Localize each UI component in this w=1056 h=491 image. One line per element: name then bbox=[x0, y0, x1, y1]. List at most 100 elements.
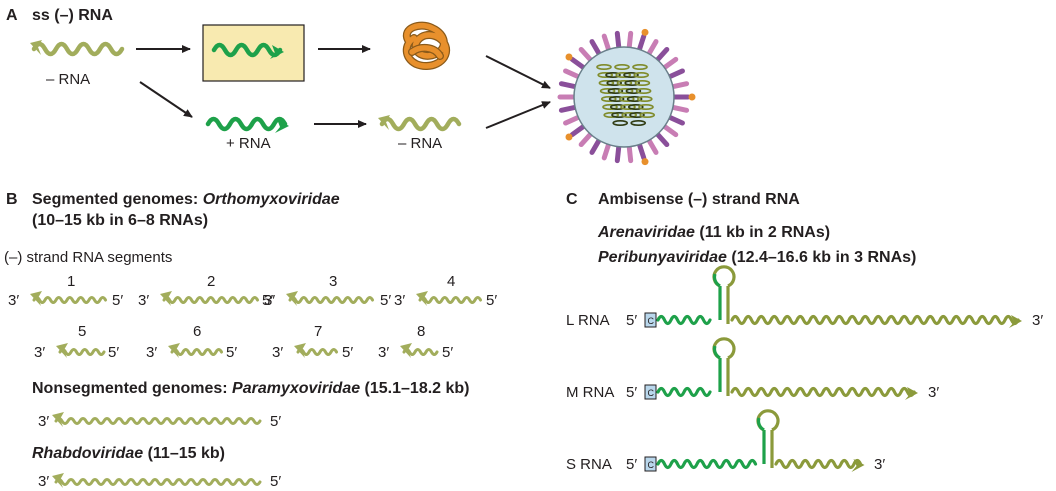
antisense-arrowhead bbox=[851, 459, 865, 472]
rnp-coil bbox=[627, 104, 644, 111]
rhabdo-end5: 5′ bbox=[270, 473, 281, 490]
arrow-protein-to-virion bbox=[485, 55, 551, 89]
segment-end3: 3′ bbox=[138, 292, 149, 309]
segment-strand bbox=[170, 348, 223, 356]
cap-box bbox=[644, 384, 657, 400]
mrna-arrowhead bbox=[270, 45, 284, 59]
segment-end5: 5′ bbox=[262, 292, 273, 309]
segment-strand-arrowhead bbox=[286, 291, 298, 306]
segment-strand-arrowhead bbox=[416, 291, 428, 306]
segment-end3: 3′ bbox=[394, 292, 405, 309]
segment-end5: 5′ bbox=[342, 344, 353, 361]
panel-b-letter: B bbox=[6, 191, 18, 208]
segment-strand-arrowhead bbox=[400, 343, 412, 358]
nonseg-end3: 3′ bbox=[38, 413, 49, 430]
minus-rna-right bbox=[379, 116, 462, 132]
rnp-coil bbox=[605, 72, 621, 79]
row-name: L RNA bbox=[566, 312, 610, 329]
spike-tip bbox=[641, 28, 649, 36]
segment-end3: 3′ bbox=[8, 292, 19, 309]
segment-strand bbox=[58, 348, 106, 356]
segment-number: 8 bbox=[417, 323, 425, 340]
paramyxo-strand bbox=[54, 417, 262, 425]
rnp-coil bbox=[635, 88, 652, 95]
rnp-coil bbox=[602, 104, 618, 111]
antisense-strand bbox=[730, 314, 1020, 326]
plus-rna-wave bbox=[205, 116, 289, 133]
rnp-coil bbox=[597, 72, 614, 79]
rnp-coil bbox=[639, 112, 656, 119]
antisense-arrowhead bbox=[1009, 315, 1022, 328]
segment-strand-arrowhead bbox=[160, 291, 172, 306]
segment-number: 3 bbox=[329, 273, 337, 290]
row-name: M RNA bbox=[566, 384, 614, 401]
segment-end5: 5′ bbox=[226, 344, 237, 361]
rnp-coil bbox=[625, 88, 642, 95]
rhabdo-strand bbox=[54, 478, 262, 486]
segment-list: 3′5′13′5′23′5′33′5′43′5′53′5′63′5′73′5′8 bbox=[8, 273, 497, 361]
virion-icon bbox=[557, 28, 696, 166]
segment-strand bbox=[402, 348, 439, 356]
segment-end5: 5′ bbox=[108, 344, 119, 361]
segment-7: 3′5′7 bbox=[272, 323, 353, 361]
panel-c-letter: C bbox=[566, 191, 578, 208]
segment-strand bbox=[32, 296, 107, 304]
segment-strand-arrowhead bbox=[30, 291, 42, 306]
row-end5: 5′ bbox=[626, 312, 637, 329]
segment-4: 3′5′4 bbox=[394, 273, 497, 309]
minus-rna-label-right: – RNA bbox=[398, 135, 442, 152]
panel-b: B Segmented genomes: Orthomyxoviridae (1… bbox=[4, 191, 497, 490]
segment-strand-arrowhead bbox=[56, 343, 68, 358]
segment-number: 5 bbox=[78, 323, 86, 340]
spike-tip bbox=[565, 53, 573, 61]
rnp-coil bbox=[607, 88, 624, 95]
minus-rna-label-left: – RNA bbox=[46, 71, 90, 88]
rnp-coil bbox=[612, 120, 629, 127]
cap-label: C bbox=[648, 316, 655, 326]
minus-rna-wave-left bbox=[30, 40, 125, 57]
rnp-coil bbox=[638, 104, 654, 111]
segment-6: 3′ 5′ 6 bbox=[146, 323, 237, 361]
segment-end3: 3′ bbox=[272, 344, 283, 361]
panel-c-title: Ambisense (–) strand RNA bbox=[598, 191, 800, 208]
rnp-coil bbox=[614, 64, 630, 71]
segment-end3: 3′ bbox=[34, 344, 45, 361]
segment-1: 3′5′1 bbox=[8, 273, 123, 309]
spike-tip bbox=[641, 158, 649, 166]
panel-a: A ss (–) RNA – RNA + RNA – RNA bbox=[6, 7, 696, 166]
sense-strand bbox=[656, 458, 758, 470]
minus-rna-wave-right bbox=[378, 115, 462, 132]
cap-box bbox=[644, 456, 657, 472]
rhabdo-rna-wave bbox=[52, 473, 262, 488]
segment-strand bbox=[162, 296, 259, 304]
minus-rna-left bbox=[31, 41, 125, 57]
panel-b-title-line2: (10–15 kb in 6–8 RNAs) bbox=[32, 212, 208, 229]
antisense-strand bbox=[730, 386, 916, 398]
segment-number: 1 bbox=[67, 273, 75, 290]
nonseg-end5: 5′ bbox=[270, 413, 281, 430]
rhabdo-strand-arrowhead bbox=[52, 473, 64, 488]
antisense-strand bbox=[774, 458, 863, 470]
panel-c: C Ambisense (–) strand RNA Arenaviridae … bbox=[566, 191, 1043, 473]
segment-number: 6 bbox=[193, 323, 201, 340]
segment-8: 3′5′8 bbox=[378, 323, 453, 361]
cap-label: C bbox=[648, 388, 655, 398]
row-end3: 3′ bbox=[928, 384, 939, 401]
mrna-wave bbox=[211, 42, 284, 59]
rnp-coil bbox=[606, 80, 623, 87]
plus-rna-label: + RNA bbox=[226, 135, 271, 152]
rnp-coil bbox=[626, 96, 643, 103]
paramyxo-rna-wave bbox=[52, 412, 262, 427]
arena-line: Arenaviridae (11 kb in 2 RNAs) bbox=[597, 224, 830, 241]
sense-strand bbox=[656, 314, 712, 326]
peri-line: Peribunyaviridae (12.4–16.6 kb in 3 RNAs… bbox=[598, 249, 916, 266]
mrna bbox=[211, 42, 283, 58]
segment-end3: 3′ bbox=[146, 344, 157, 361]
segment-strand-arrowhead bbox=[294, 343, 306, 358]
segment-5: 3′ 5′ 5 bbox=[34, 323, 119, 361]
cap-label: C bbox=[648, 460, 655, 470]
segments-label: (–) strand RNA segments bbox=[4, 249, 172, 266]
segment-strand bbox=[418, 296, 482, 304]
